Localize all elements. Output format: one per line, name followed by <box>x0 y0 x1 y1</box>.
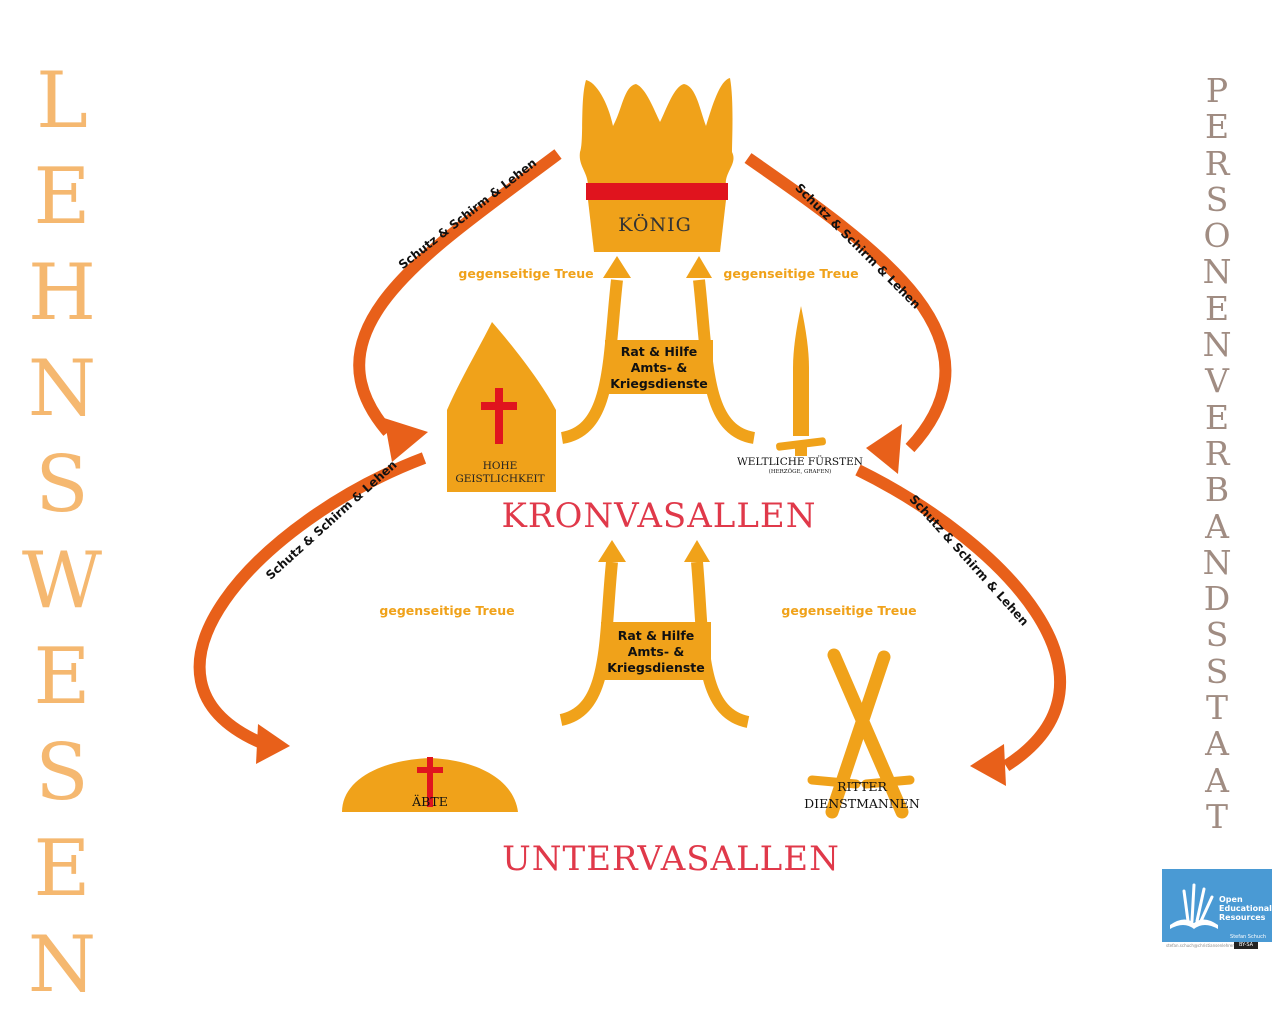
clergy-label-line2: GEISTLICHKEIT <box>455 473 544 485</box>
protection-arrow-king-left <box>353 149 562 462</box>
loyalty-label-bottom-left: gegenseitige Treue <box>379 603 514 618</box>
title-letter: S <box>1205 651 1229 691</box>
oer-line2: Educational <box>1219 904 1272 913</box>
protection-label-bottom-left: Schutz & Schirm & Lehen <box>263 458 399 583</box>
title-letter: N <box>1202 252 1232 292</box>
title-letter: R <box>1204 143 1230 183</box>
title-letter: A <box>1205 724 1229 764</box>
title-letter: E <box>33 152 91 242</box>
protection-arrow-princes-right <box>855 464 1066 786</box>
crown-vassals-heading: KRONVASALLEN <box>502 496 817 536</box>
title-letter: B <box>1204 470 1230 510</box>
title-letter: S <box>1205 179 1229 219</box>
title-letter: N <box>1202 542 1232 582</box>
service-lower-line1: Rat & Hilfe <box>618 628 695 643</box>
loyalty-label-bottom-right: gegenseitige Treue <box>781 603 916 618</box>
oer-author: Stefan Schuch <box>1230 934 1266 940</box>
service-lower-line3: Kriegsdienste <box>607 660 705 675</box>
oer-email: stefan.schuch@christiansenlehrer.de <box>1166 943 1240 948</box>
service-upper-line2: Amts- & <box>631 360 688 375</box>
crown-icon <box>579 78 734 252</box>
license-badge: BY-SA <box>1234 942 1258 949</box>
oer-badge: Open Educational Resources Stefan Schuch <box>1162 869 1272 942</box>
service-upper-line3: Kriegsdienste <box>610 376 708 391</box>
title-letter: T <box>1205 796 1228 836</box>
title-letter: V <box>1205 361 1229 401</box>
title-letter: W <box>21 536 103 626</box>
protection-label-top-right: Schutz & Schirm & Lehen <box>792 181 923 312</box>
open-book-hands-icon <box>1170 883 1218 929</box>
clergy-label-line1: HOHE <box>483 460 518 472</box>
service-lower-line2: Amts- & <box>628 644 685 659</box>
title-letter: S <box>1205 615 1229 655</box>
service-upper-line1: Rat & Hilfe <box>621 344 698 359</box>
loyalty-label-top-left: gegenseitige Treue <box>458 266 593 281</box>
title-letter: H <box>27 248 97 338</box>
title-letter: D <box>1203 579 1231 619</box>
title-letter: E <box>33 824 91 914</box>
service-arch-lower <box>559 540 750 728</box>
protection-arrow-king-right <box>744 153 952 474</box>
title-letter: E <box>1204 107 1230 147</box>
title-letter: O <box>1203 216 1231 256</box>
title-letter: E <box>33 632 91 722</box>
protection-label-top-left: Schutz & Schirm & Lehen <box>396 156 539 272</box>
service-arch-upper <box>560 256 756 444</box>
sword-icon <box>776 306 826 456</box>
title-letter: A <box>1205 506 1229 546</box>
loyalty-label-top-right: gegenseitige Treue <box>723 266 858 281</box>
mitre-icon <box>447 322 556 492</box>
princes-label: WELTLICHE FÜRSTEN <box>737 454 863 468</box>
title-letter: S <box>35 440 89 530</box>
abbot-cap-icon <box>342 757 518 812</box>
title-letter: N <box>27 920 97 1010</box>
title-letter: T <box>1205 688 1228 728</box>
title-letter: E <box>1204 397 1230 437</box>
title-letter: P <box>1205 71 1229 110</box>
title-letter: L <box>36 56 88 146</box>
crossed-swords-icon <box>807 648 915 819</box>
king-label: KÖNIG <box>618 213 692 236</box>
title-letter: E <box>1204 288 1230 328</box>
abbots-label: ÄBTE <box>411 793 448 809</box>
title-letter: N <box>27 344 97 434</box>
protection-arrow-clergy-left <box>193 452 427 764</box>
knights-label-line2: DIENSTMANNEN <box>804 796 920 811</box>
title-letter: R <box>1204 433 1230 473</box>
oer-line3: Resources <box>1219 913 1266 922</box>
title-letter: A <box>1205 760 1229 800</box>
title-letter: S <box>35 728 89 818</box>
oer-line1: Open <box>1219 895 1243 904</box>
princes-sublabel: (HERZÖGE, GRAFEN) <box>769 468 832 475</box>
sub-vassals-heading: UNTERVASALLEN <box>502 839 840 879</box>
knights-label-line1: RITTER <box>837 779 887 794</box>
title-letter: N <box>1202 325 1232 365</box>
protection-label-bottom-right: Schutz & Schirm & Lehen <box>907 492 1032 628</box>
